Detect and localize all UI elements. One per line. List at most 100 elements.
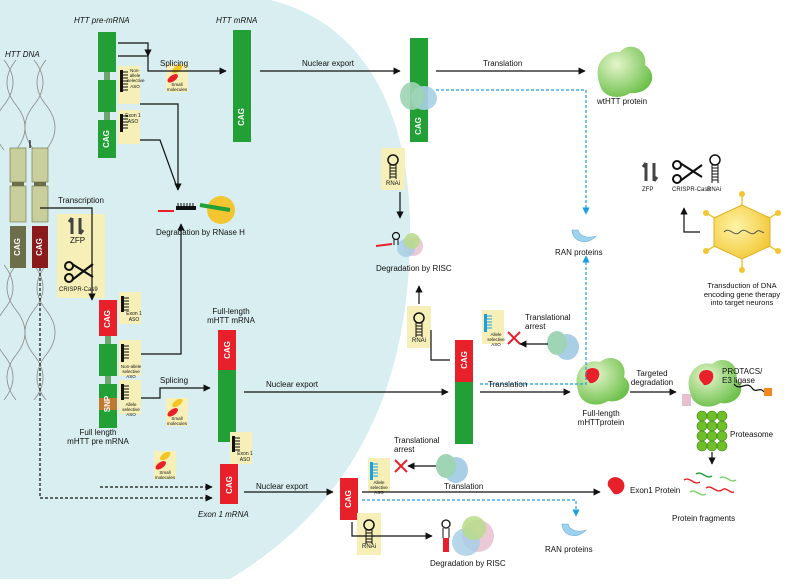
translation-top-label: Translation bbox=[483, 59, 523, 68]
risc-top-label: Degradation by RISC bbox=[376, 264, 452, 273]
allele-aso-cyto-label: Allele selective ASO bbox=[487, 332, 505, 348]
ribosome-top bbox=[400, 82, 437, 110]
rnase-h-label: Degradation by RNase H bbox=[156, 228, 245, 237]
transcription-label: Transcription bbox=[58, 196, 104, 205]
rnai-box-mid bbox=[407, 306, 431, 348]
translational-arrest-x-bottom bbox=[394, 459, 408, 473]
transduction-label: Transduction of DNA encoding gene therap… bbox=[703, 281, 781, 308]
small-molecules-top-label: Small molecules bbox=[166, 82, 188, 93]
exon1-aso-top-label: Exon 1 ASO bbox=[125, 113, 141, 125]
crispr-label: CRISPR-Cas9 bbox=[59, 287, 98, 293]
non-allele-aso-box-mid bbox=[119, 340, 141, 376]
cag-label-mrna-cyto: CAG bbox=[413, 117, 423, 135]
aav-vector bbox=[703, 191, 781, 273]
rnai-mid-label: RNAi bbox=[411, 338, 426, 344]
targeted-degradation-label: Targeted degradation bbox=[630, 369, 674, 388]
exon1-aso-bottom-label: Exon 1 ASO bbox=[237, 451, 253, 463]
allele-aso-box-cyto bbox=[482, 310, 504, 344]
rnai-bottom-label: RNAi bbox=[361, 544, 376, 550]
cag-label-mrna: CAG bbox=[236, 108, 246, 126]
ribosome-bottom bbox=[436, 454, 468, 483]
exon1-protein bbox=[607, 477, 625, 495]
ribosome-mid bbox=[547, 331, 579, 360]
cag-label-exon1-cyto: CAG bbox=[343, 490, 353, 508]
htt-pre-mrna-label: HTT pre-mRNA bbox=[74, 16, 130, 25]
mhtt-mrna bbox=[218, 330, 236, 442]
allele-aso-bottom-label: Allele selective ASO bbox=[370, 480, 388, 496]
mhtt-mrna-cytoplasm bbox=[455, 340, 473, 444]
full-length-mhtt-mrna-label: Full-length mHTT mRNA bbox=[207, 307, 255, 326]
protacs-label: PROTACS/ E3 ligase bbox=[722, 367, 763, 386]
htt-pre-mrna bbox=[98, 32, 116, 158]
small-molecules-box-mid bbox=[166, 398, 188, 426]
exon1-mrna bbox=[220, 464, 238, 504]
exon1-aso-mid-label: Exon 1 ASO bbox=[126, 311, 142, 323]
allele-aso-mid-label: Allele selective ASO bbox=[122, 402, 140, 418]
translation-mid-label: Translation bbox=[488, 380, 528, 389]
nuclear-export-bottom-label: Nuclear export bbox=[256, 482, 309, 491]
wthtt-protein-label: wtHTT protein bbox=[597, 97, 648, 106]
legend-zfp-label: ZFP bbox=[642, 187, 654, 193]
htt-mrna-label: HTT mRNA bbox=[216, 16, 258, 25]
ran-proteins-icon-bottom bbox=[561, 523, 587, 536]
wthtt-protein bbox=[597, 46, 653, 97]
exon1-aso-box-top bbox=[118, 110, 140, 144]
non-allele-aso-box bbox=[118, 66, 140, 104]
legend-crispr-icon bbox=[672, 160, 703, 184]
translational-arrest-bottom-label: Translational arrest bbox=[394, 436, 440, 455]
aav-arrow bbox=[680, 207, 700, 233]
cag-label-pre-mrna: CAG bbox=[101, 130, 111, 148]
small-molecules-bottom-label: Small molecules bbox=[154, 470, 176, 481]
cag-label-mhtt-mrna: CAG bbox=[222, 341, 232, 359]
translational-arrest-x-mid bbox=[507, 331, 521, 345]
allele-aso-box-bottom bbox=[368, 458, 390, 492]
risc-degradation-top bbox=[375, 231, 423, 257]
splicing-mid-label: Splicing bbox=[160, 376, 189, 385]
allele-aso-box-mid bbox=[119, 380, 141, 414]
htt-dna-gene bbox=[9, 147, 49, 268]
rnai-top-label: RNAi bbox=[385, 181, 400, 187]
cag-label-mhtt-pre: CAG bbox=[102, 310, 112, 328]
protein-fragments bbox=[683, 472, 737, 496]
zfp-crispr-box bbox=[57, 214, 105, 298]
ran-proteins-top-label: RAN proteins bbox=[555, 248, 603, 257]
translation-bottom-label: Translation bbox=[444, 482, 484, 491]
risc-bottom-label: Degradation by RISC bbox=[430, 559, 506, 568]
cag-label-mhtt-cyto: CAG bbox=[459, 351, 469, 369]
non-allele-aso-mid-label: Non-allele selective ASO bbox=[120, 364, 142, 380]
htt-mrna bbox=[233, 30, 251, 142]
full-length-mhtt-pre-mrna-label: Full length mHTT pre mRNA bbox=[67, 428, 129, 447]
htt-dna-label: HTT DNA bbox=[5, 50, 40, 59]
translational-arrest-mid-label: Translational arrest bbox=[525, 313, 571, 332]
small-molecules-mid-label: Small molecules bbox=[166, 416, 188, 427]
proteasome-label: Proteasome bbox=[730, 430, 774, 439]
exon1-protein-label: Exon1 Protein bbox=[630, 486, 681, 495]
cag-label-dna-wt: CAG bbox=[12, 238, 22, 256]
rnai-box-top bbox=[381, 148, 405, 190]
legend-zfp-icon bbox=[641, 162, 659, 182]
exon1-mrna-label: Exon 1 mRNA bbox=[198, 510, 249, 519]
nuclear-export-mid-label: Nuclear export bbox=[266, 380, 319, 389]
cag-label-exon1: CAG bbox=[224, 476, 234, 494]
ran-proteins-icon-top bbox=[571, 229, 597, 242]
splicing-top-label: Splicing bbox=[160, 59, 189, 68]
full-length-mhtt-protein bbox=[576, 357, 630, 405]
nuclear-export-top-label: Nuclear export bbox=[302, 59, 355, 68]
ran-proteins-bottom-label: RAN proteins bbox=[545, 545, 593, 554]
zfp-label: ZFP bbox=[70, 236, 86, 245]
dna-helix-right bbox=[24, 59, 56, 401]
non-allele-aso-label: Non-allele selective ASO bbox=[127, 68, 145, 89]
arrows bbox=[29, 42, 716, 540]
proteasome bbox=[696, 410, 728, 452]
ran-dashed-arrows bbox=[362, 89, 590, 517]
full-length-mhtt-protein-label: Full-length mHTTprotein bbox=[577, 409, 625, 428]
legend-rnai-label: RNAi bbox=[707, 187, 722, 193]
rnase-h-degradation bbox=[158, 196, 235, 224]
exon1-aso-box-mid bbox=[119, 292, 141, 324]
cag-label-dna-mut: CAG bbox=[34, 238, 44, 256]
exon1-aso-box-bottom bbox=[230, 432, 252, 464]
exon1-mrna-cytoplasm bbox=[340, 478, 358, 520]
protein-fragments-label: Protein fragments bbox=[672, 514, 736, 523]
